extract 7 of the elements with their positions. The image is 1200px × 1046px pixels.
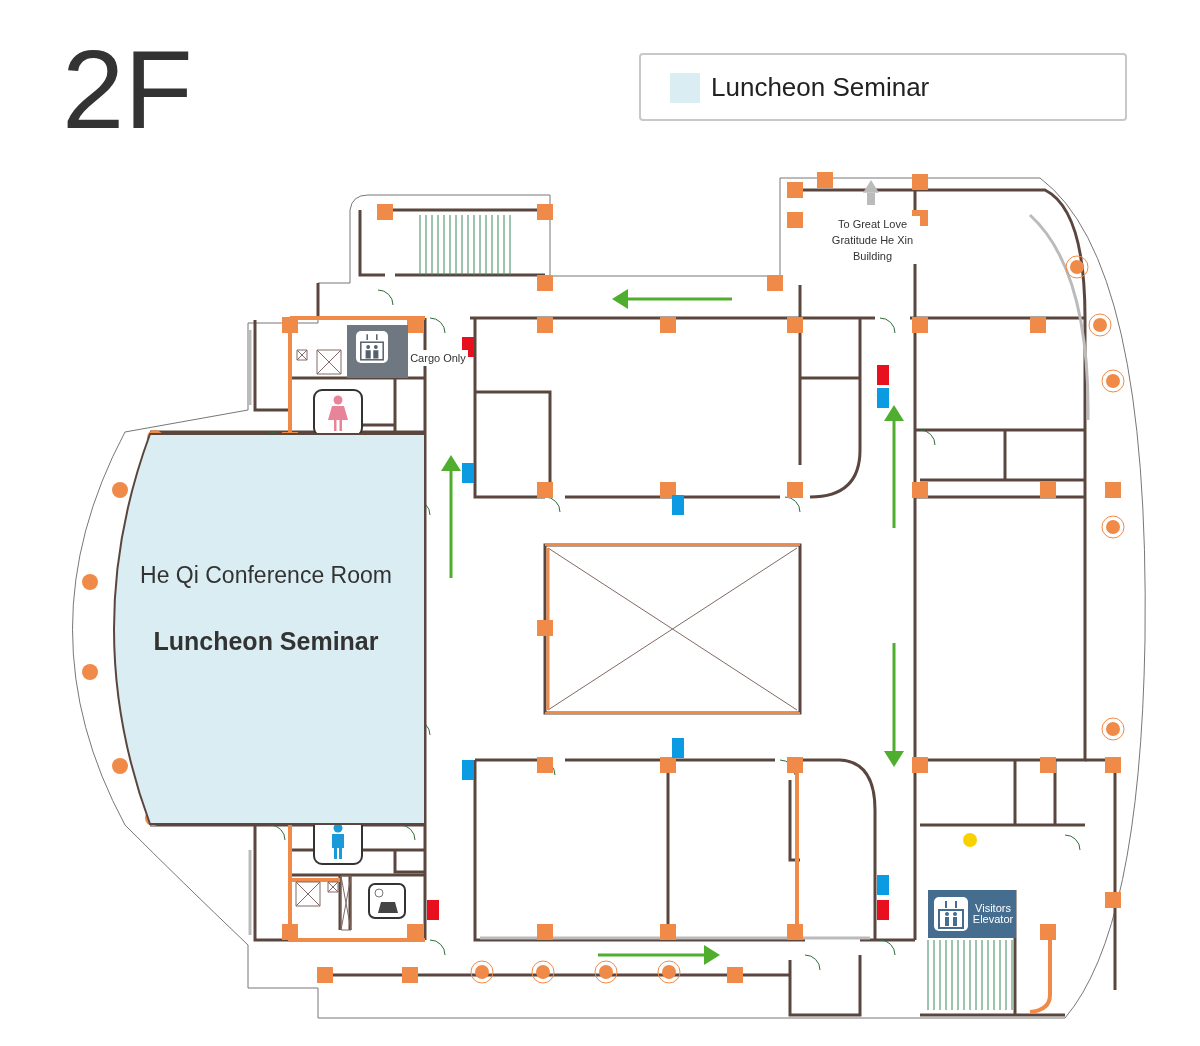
elevator-label: Visitors Elevator <box>971 903 1015 925</box>
elevator-panel <box>928 890 1016 938</box>
legend-label: Luncheon Seminar <box>711 72 930 102</box>
room-name: He Qi Conference Room <box>140 562 392 588</box>
event-label: Luncheon Seminar <box>152 626 380 656</box>
area-label: Cargo Only <box>408 350 468 366</box>
floor-title: 2F <box>62 30 193 150</box>
